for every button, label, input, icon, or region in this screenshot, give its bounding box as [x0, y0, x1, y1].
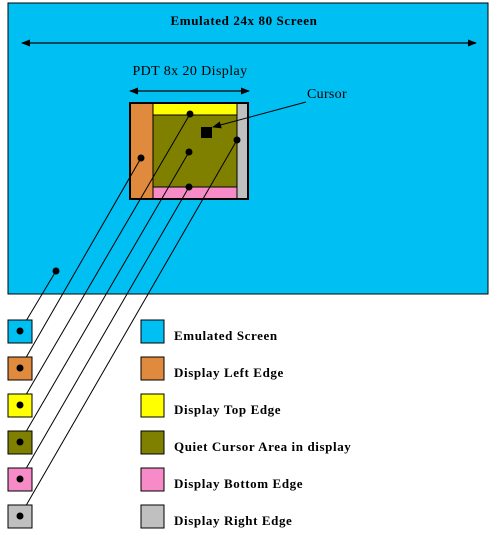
dot-bottom-edge — [185, 183, 193, 191]
dot-quiet-area — [185, 148, 193, 156]
cursor-marker — [201, 127, 212, 138]
legend-label-emulated-screen: Emulated Screen — [174, 328, 278, 343]
connector-quiet-area — [19, 151, 190, 443]
connector-right-edge — [19, 139, 238, 517]
legend-item: Emulated Screen — [140, 319, 278, 344]
legend-swatch-left-edge — [140, 356, 165, 381]
legend-label-right-edge: Display Right Edge — [174, 513, 292, 528]
screen-title: Emulated 24x 80 Screen — [171, 13, 318, 28]
legend-label-bottom-edge: Display Bottom Edge — [174, 476, 303, 491]
display-left-edge — [129, 102, 154, 200]
legend-label-top-edge: Display Top Edge — [174, 402, 281, 417]
legend-swatch-emulated-screen — [140, 319, 165, 344]
legend-swatch-bottom-edge — [140, 467, 165, 492]
connector-dots — [52, 110, 241, 275]
quiet-cursor-area — [152, 114, 238, 188]
cursor-arrow — [212, 101, 307, 129]
display-outline — [129, 102, 249, 200]
legend-item: Display Bottom Edge — [140, 467, 303, 492]
connector-top-edge — [19, 113, 191, 406]
left-swatches — [7, 319, 33, 529]
legend-item: Quiet Cursor Area in display — [140, 430, 351, 455]
legend-label-quiet-area: Quiet Cursor Area in display — [174, 439, 351, 454]
legend-swatch-top-edge — [140, 393, 165, 418]
dot-right-edge — [233, 136, 241, 144]
display-title: PDT 8x 20 Display — [132, 64, 247, 79]
connector-left-edge — [19, 157, 142, 369]
left-swatch-dots — [16, 327, 24, 520]
legend-item: Display Top Edge — [140, 393, 281, 418]
legend-item: Display Right Edge — [140, 504, 292, 529]
display-right-edge — [236, 102, 249, 200]
legend-swatch-quiet-area — [140, 430, 165, 455]
legend-item: Display Left Edge — [140, 356, 284, 381]
connector-bottom-edge — [19, 186, 190, 480]
dot-emulated-screen — [52, 267, 60, 275]
legend: Emulated Screen Display Left Edge Displa… — [140, 319, 351, 529]
legend-swatch-right-edge — [140, 504, 165, 529]
cursor-label: Cursor — [307, 87, 347, 102]
display-top-edge — [152, 102, 238, 116]
dot-top-edge — [186, 110, 194, 118]
legend-label-left-edge: Display Left Edge — [174, 365, 284, 380]
dot-left-edge — [137, 154, 145, 162]
